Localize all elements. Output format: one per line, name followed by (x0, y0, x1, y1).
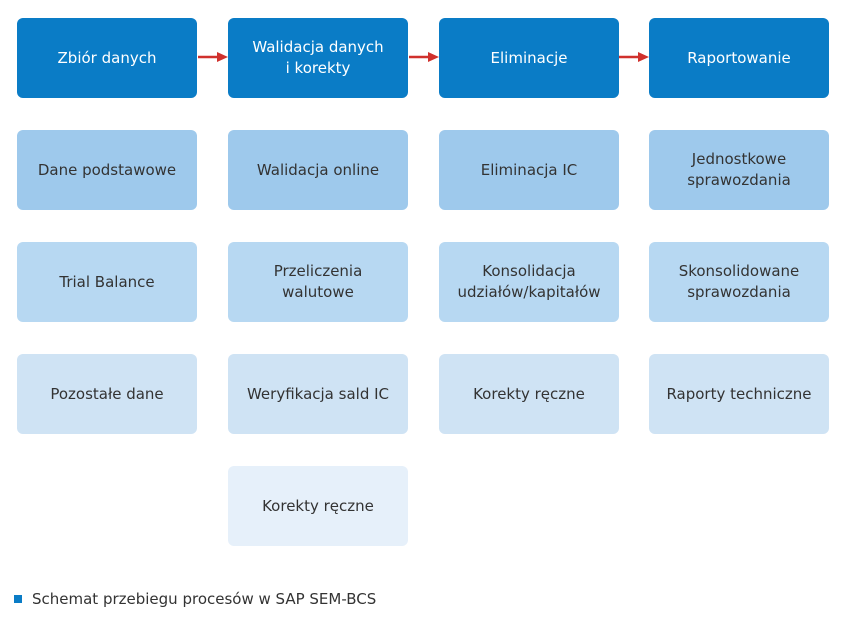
figure-caption: Schemat przebiegu procesów w SAP SEM-BCS (14, 590, 376, 608)
step-przeliczenia-walutowe: Przeliczenia walutowe (228, 242, 408, 322)
step-dane-podstawowe: Dane podstawowe (17, 130, 197, 210)
step-weryfikacja-sald-ic: Weryfikacja sald IC (228, 354, 408, 434)
stage-raportowanie: Raportowanie (649, 18, 829, 98)
stage-walidacja-danych: Walidacja danych i korekty (228, 18, 408, 98)
bullet-square-icon (14, 595, 22, 603)
arrow-icon (619, 52, 649, 62)
step-eliminacja-ic: Eliminacja IC (439, 130, 619, 210)
step-konsolidacja: Konsolidacja udziałów/kapitałów (439, 242, 619, 322)
step-pozostale-dane: Pozostałe dane (17, 354, 197, 434)
arrow-icon (409, 52, 439, 62)
step-skonsolidowane-sprawozdania: Skonsolidowane sprawozdania (649, 242, 829, 322)
step-trial-balance: Trial Balance (17, 242, 197, 322)
step-jednostkowe-sprawozdania: Jednostkowe sprawozdania (649, 130, 829, 210)
stage-zbior-danych: Zbiór danych (17, 18, 197, 98)
step-korekty-reczne-elim: Korekty ręczne (439, 354, 619, 434)
step-walidacja-online: Walidacja online (228, 130, 408, 210)
arrow-icon (198, 52, 228, 62)
caption-text: Schemat przebiegu procesów w SAP SEM-BCS (32, 590, 377, 608)
step-korekty-reczne: Korekty ręczne (228, 466, 408, 546)
stage-eliminacje: Eliminacje (439, 18, 619, 98)
step-raporty-techniczne: Raporty techniczne (649, 354, 829, 434)
